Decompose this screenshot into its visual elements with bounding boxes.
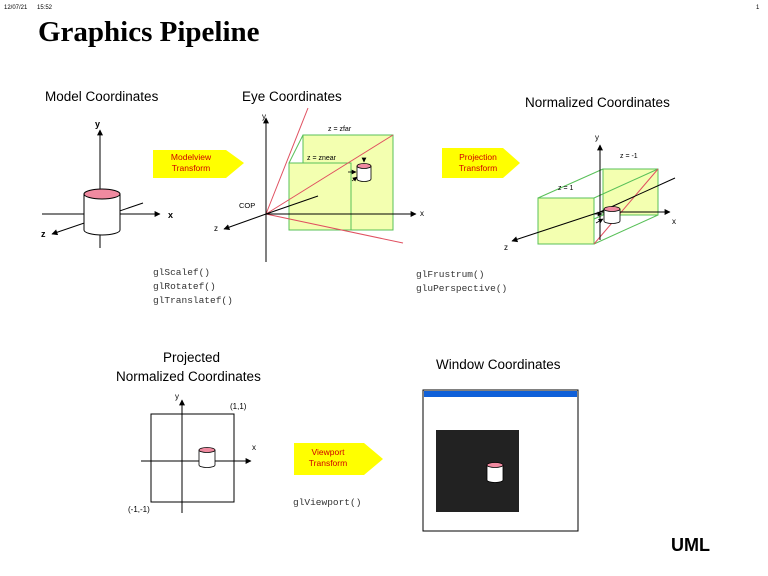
eye-cylinder-icon [348,157,372,182]
uml-logo-text: UML [671,535,710,555]
modelview-transform-arrow [153,150,244,178]
zfar-label: z = zfar [328,126,352,133]
stage-label-model: Model Coordinates [45,89,159,104]
norm-zpos-label: z = 1 [558,185,573,192]
projected-coordinates-diagram: y x (1,1) (-1,-1) [128,392,256,514]
page-title: Graphics Pipeline [38,16,260,48]
code-translatef: glTranslatef() [153,295,233,306]
cylinder-icon [83,188,121,236]
header-date: 12/07/21 [4,5,28,11]
stage-label-normalized: Normalized Coordinates [525,95,670,110]
norm-front-face [537,197,595,245]
projected-square [150,413,235,503]
code-modelview: glScalef() glRotatef() glTranslatef() [153,266,233,308]
code-projection: glFrustrum() gluPerspective() [416,268,507,296]
code-viewport: glViewport() [293,496,361,510]
cop-label: COP [239,201,255,210]
norm-z-axis [511,211,601,243]
header-page-number: 1 [756,5,760,11]
frustum-ray-bottom [265,213,404,244]
projection-label-line1: Projection [459,152,497,162]
proj-x-label: x [252,443,256,452]
proj-corner-top-right: (1,1) [230,402,247,411]
eye-y-label: y [262,112,266,121]
frustum-ray-top [265,107,309,215]
projection-transform-arrow [442,148,520,178]
code-rotatef: glRotatef() [153,281,216,292]
viewport-area [436,430,519,512]
stage-label-projected-line2: Normalized Coordinates [116,369,261,384]
norm-x-label: x [672,217,676,226]
viewport-label-line1: Viewport [312,447,346,457]
code-glviewport: glViewport() [293,497,362,508]
proj-y-label: y [175,392,179,401]
frustum-ray-mid [265,134,394,215]
model-x-label: x [168,210,173,220]
window-cylinder-icon [486,462,504,483]
norm-diagonal [593,168,659,245]
znear-label: z = znear [307,155,337,162]
code-frustrum: glFrustrum() [416,269,485,280]
proj-corner-bottom-left: (-1,-1) [128,505,150,514]
stage-label-projected-line1: Projected [163,350,221,365]
header-time: 15:52 [37,5,53,11]
normalized-coordinates-diagram: z = -1 z = 1 y x z [504,133,676,252]
near-plane [288,162,352,231]
norm-z-label: z [504,243,508,252]
stage-label-window: Window Coordinates [436,357,561,372]
eye-coordinates-diagram: z = zfar z = znear COP y x z [214,107,424,262]
model-coordinates-diagram: y x z [41,119,173,248]
norm-zneg-label: z = -1 [620,153,638,160]
proj-cylinder-icon [198,447,216,468]
modelview-label-line1: Modelview [171,152,212,162]
code-scalef: glScalef() [153,267,211,278]
modelview-label-line2: Transform [172,163,210,173]
norm-y-label: y [595,133,599,142]
viewport-label-line2: Transform [309,458,347,468]
model-y-label: y [95,119,100,129]
norm-back-face [602,168,659,216]
stage-label-eye: Eye Coordinates [242,89,342,104]
eye-x-label: x [420,209,424,218]
projection-label-line2: Transform [459,163,497,173]
eye-z-label: z [214,224,218,233]
viewport-transform-arrow [294,443,383,475]
model-z-label: z [41,229,46,239]
code-perspective: gluPerspective() [416,283,508,294]
norm-cylinder-icon [594,206,621,224]
window-title-bar [424,391,577,397]
eye-z-axis [223,213,267,231]
window-coordinates-diagram [422,389,579,532]
